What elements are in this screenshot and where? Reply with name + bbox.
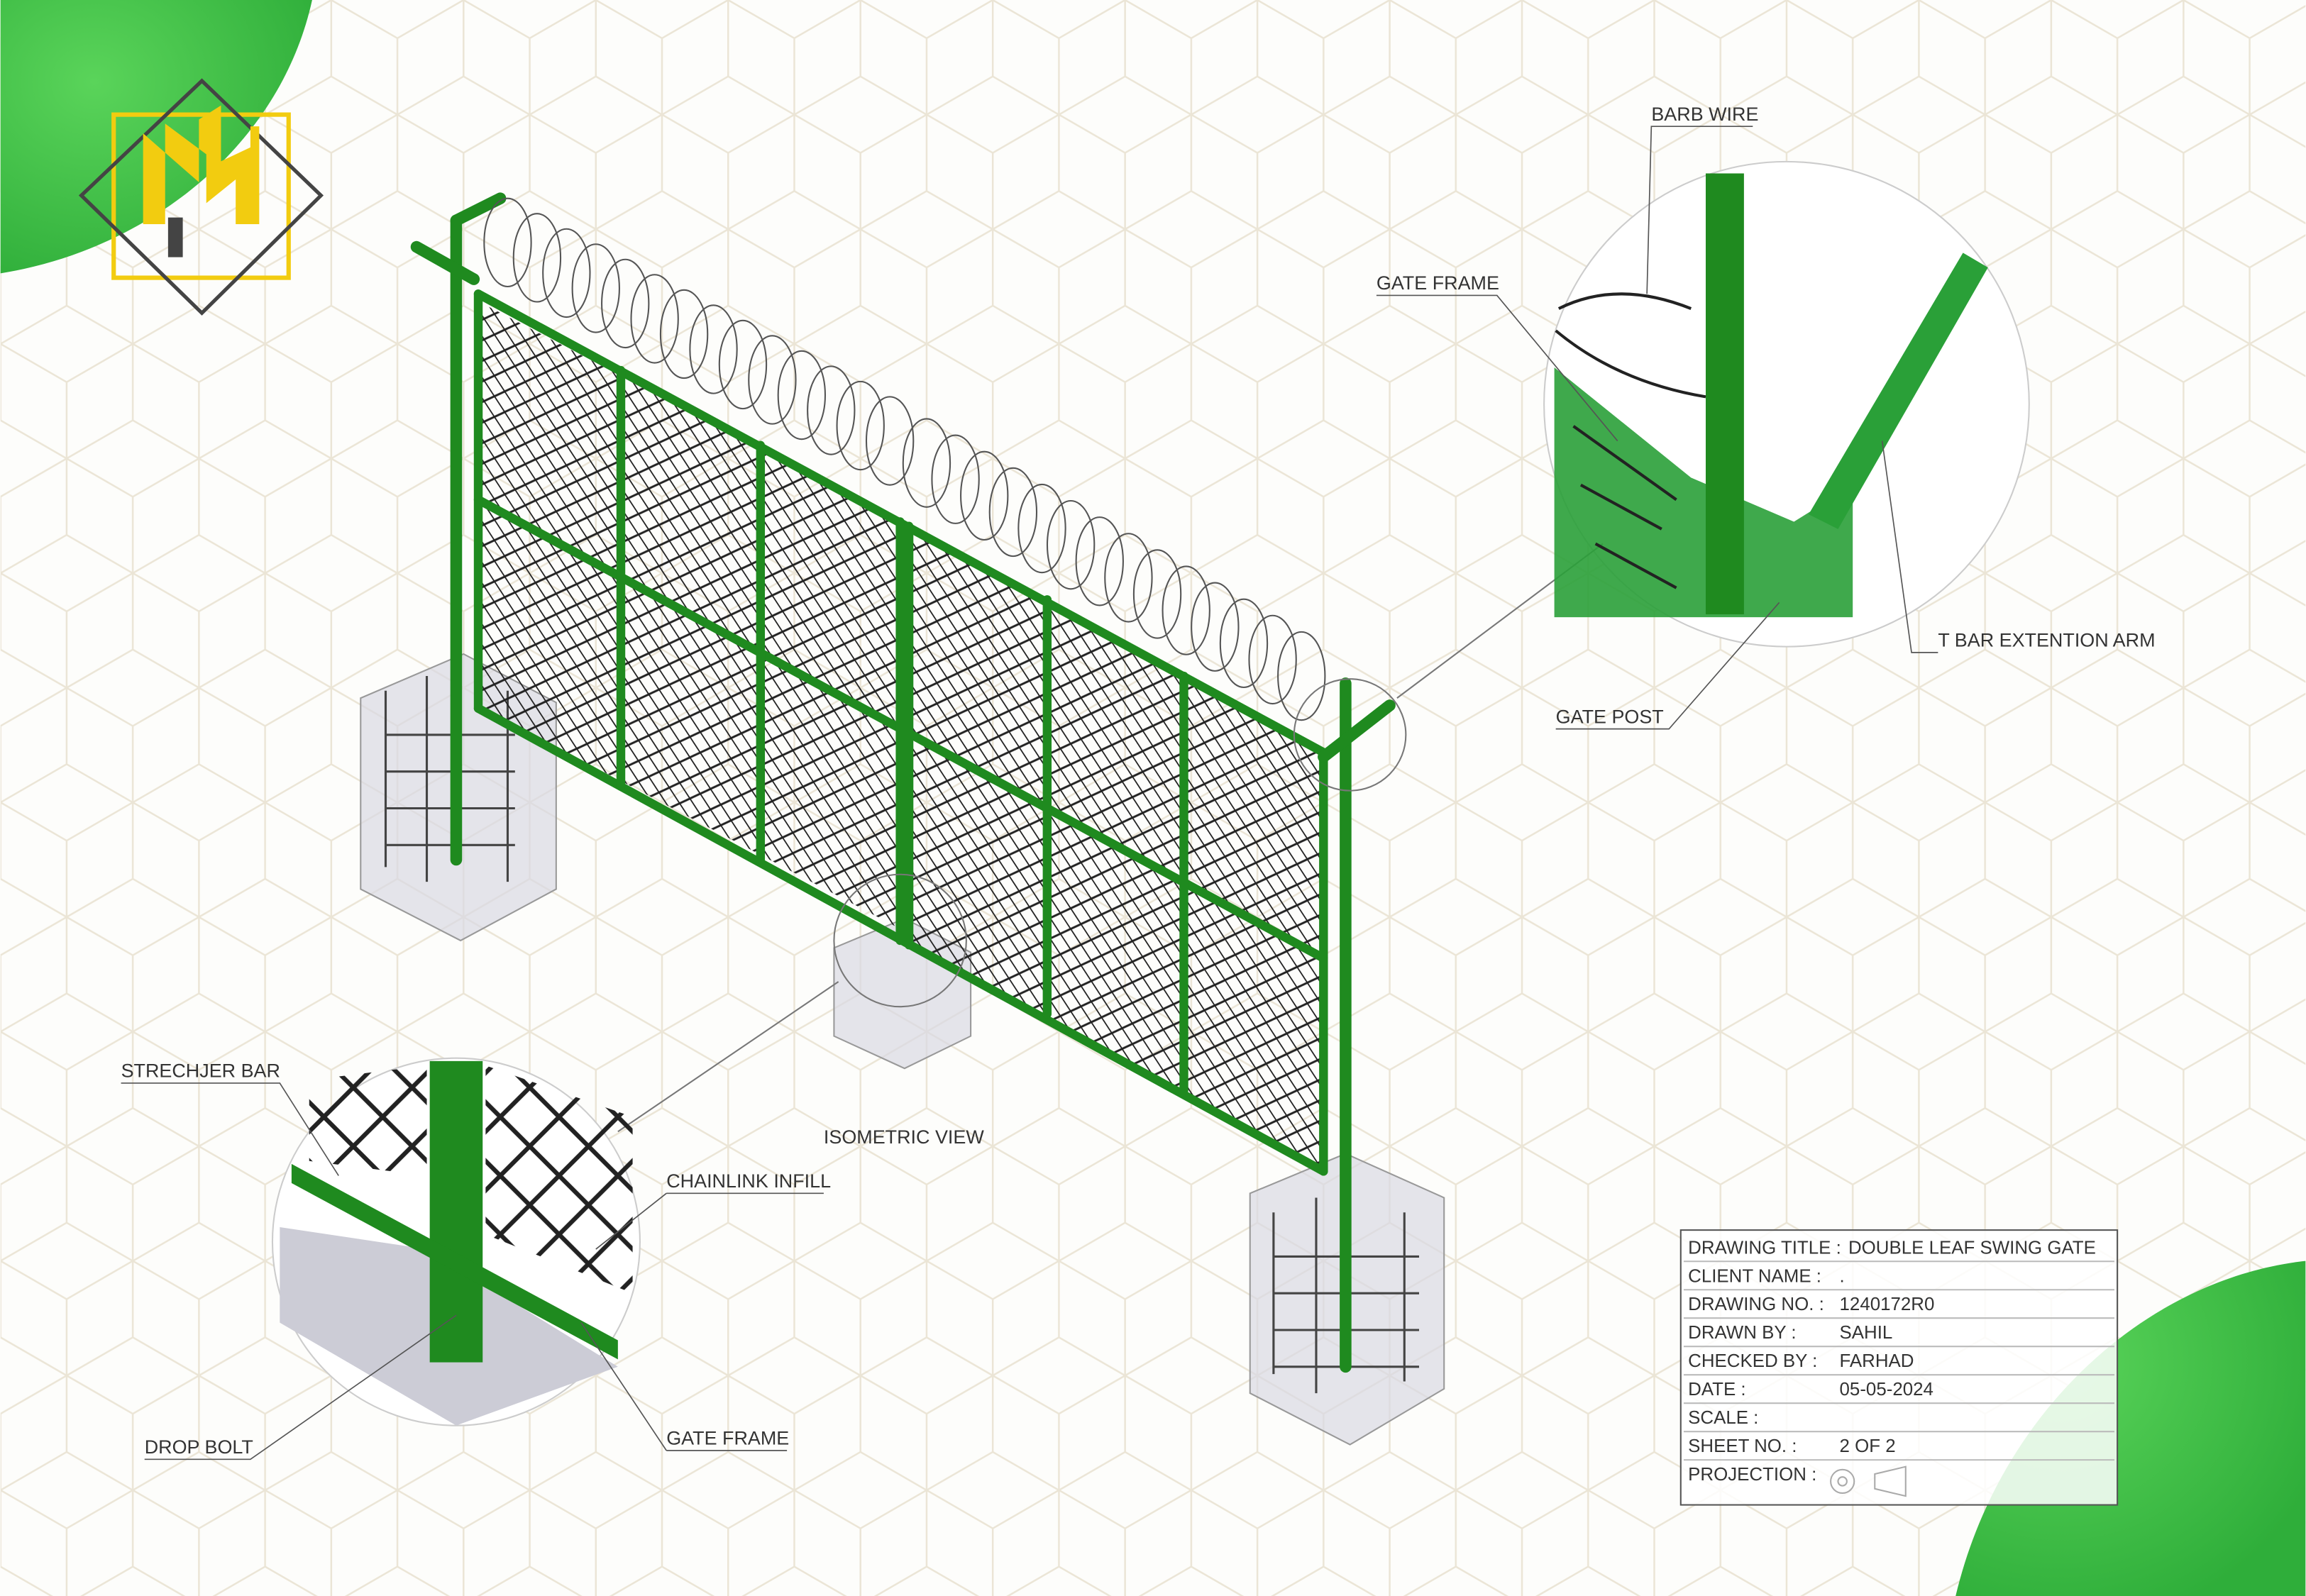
razor-wire-coil: [659, 289, 709, 379]
title-block-label: CHECKED BY :: [1688, 1351, 1817, 1371]
title-block-row: SCALE :: [1683, 1402, 2114, 1428]
title-block-label: SHEET NO. :: [1688, 1436, 1797, 1456]
razor-wire-coil: [1248, 614, 1297, 705]
title-block-value: 2 OF 2: [1840, 1436, 1896, 1456]
detail-bottom-left: [271, 873, 967, 1426]
callout-gate-frame-bottom: GATE FRAME: [666, 1428, 789, 1449]
corner-accent-bottom-right: [1955, 1260, 2306, 1596]
razor-wire-coil: [836, 380, 885, 471]
callout-stretcher-bar: STRECHJER BAR: [121, 1060, 280, 1082]
detail-top-right: [1293, 160, 2030, 792]
razor-wire-coil: [1277, 631, 1326, 721]
gate-isometric: [410, 192, 1396, 1373]
callout-gate-post: GATE POST: [1556, 706, 1664, 727]
title-block: DRAWING TITLE :DOUBLE LEAF SWING GATECLI…: [1679, 1229, 2119, 1506]
razor-wire-coil: [1132, 549, 1182, 639]
callout-t-bar-extension-arm: T BAR EXTENTION ARM: [1938, 630, 2155, 651]
title-block-row: CLIENT NAME :.: [1683, 1260, 2114, 1286]
title-block-label: DRAWING TITLE :: [1688, 1238, 1841, 1258]
title-block-row: PROJECTION :: [1683, 1459, 2114, 1485]
razor-wire-coil: [571, 243, 620, 333]
razor-wire-coil: [1219, 598, 1269, 689]
razor-wire-coil: [748, 335, 797, 425]
razor-wire-coil: [512, 213, 562, 303]
callout-drop-bolt: DROP BOLT: [145, 1436, 253, 1458]
razor-wire-coil: [807, 365, 856, 455]
title-block-value: 05-05-2024: [1840, 1380, 1933, 1400]
razor-wire-coil: [483, 197, 532, 288]
title-block-row: CHECKED BY : FARHAD: [1683, 1346, 2114, 1371]
razor-wire-coil: [630, 274, 679, 364]
corner-accent-top-left: [0, 0, 312, 274]
razor-wire-coil: [1162, 565, 1210, 655]
title-block-label: DATE :: [1688, 1380, 1745, 1400]
title-block-label: CLIENT NAME :: [1688, 1266, 1821, 1286]
title-block-value: 1240172R0: [1840, 1295, 1935, 1314]
projection-symbol: [1830, 1465, 1907, 1497]
title-block-row: DRAWN BY : SAHIL: [1683, 1317, 2114, 1343]
title-block-label: PROJECTION :: [1688, 1465, 1816, 1485]
title-block-row: DRAWING NO. : 1240172R0: [1683, 1289, 2114, 1314]
razor-wire-coil: [931, 434, 980, 524]
razor-wire-coil: [1017, 483, 1066, 574]
razor-wire-coil: [1075, 516, 1124, 606]
razor-wire-coil: [1046, 499, 1096, 590]
title-block-value: .: [1840, 1266, 1845, 1286]
title-block-row: DATE : 05-05-2024: [1683, 1374, 2114, 1400]
razor-wire-coil: [777, 350, 827, 440]
title-block-row: SHEET NO. : 2 OF 2: [1683, 1431, 2114, 1456]
title-block-label: DRAWN BY :: [1688, 1323, 1796, 1343]
razor-wire-coil: [689, 304, 738, 394]
razor-wire-coil: [601, 258, 650, 349]
callout-barb-wire: BARB WIRE: [1651, 104, 1758, 125]
callout-gate-frame-top: GATE FRAME: [1377, 272, 1499, 294]
title-block-value: SAHIL: [1840, 1323, 1893, 1343]
razor-wire-coil: [718, 319, 768, 410]
title-block-label: DRAWING NO. :: [1688, 1295, 1824, 1314]
title-block-label: SCALE :: [1688, 1408, 1758, 1428]
razor-wire-coil: [1191, 582, 1240, 672]
razor-wire-coil: [902, 418, 951, 508]
view-title: ISOMETRIC VIEW: [824, 1126, 984, 1148]
title-block-value: DOUBLE LEAF SWING GATE: [1848, 1238, 2096, 1258]
razor-wire-coil: [1104, 533, 1153, 623]
company-logo: [78, 78, 324, 316]
leader-lines: [121, 126, 1938, 1461]
razor-wire-coil: [988, 467, 1038, 558]
razor-wire-coil: [542, 228, 591, 318]
razor-wire-coil: [865, 396, 915, 486]
razor-wire: [483, 197, 1326, 721]
title-block-row: DRAWING TITLE : DOUBLE LEAF SWING GATE: [1688, 1238, 2096, 1258]
title-block-value: FARHAD: [1840, 1351, 1914, 1371]
razor-wire-coil: [960, 450, 1009, 541]
callout-chainlink-infill: CHAINLINK INFILL: [666, 1170, 831, 1192]
